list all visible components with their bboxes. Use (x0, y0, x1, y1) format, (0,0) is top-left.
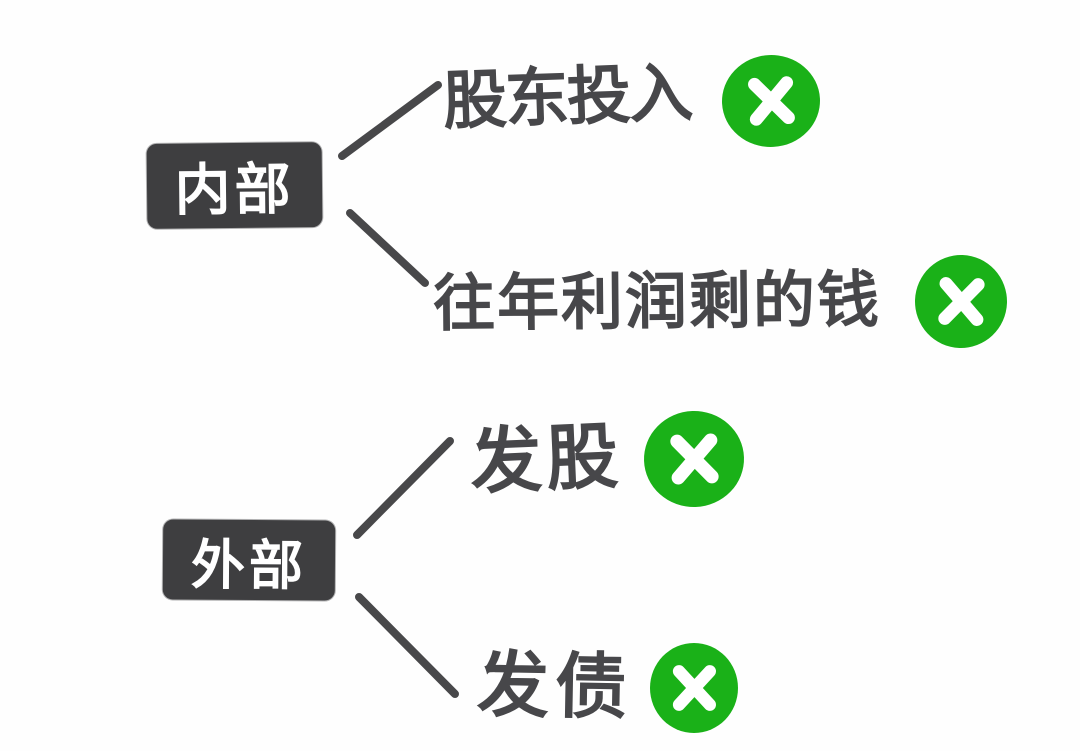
branch-label-shareholder-investment: 股东投入 (441, 56, 693, 140)
connector-external-branch1 (353, 437, 454, 539)
connector-internal-branch2 (346, 209, 429, 287)
connector-internal-branch1 (338, 81, 442, 160)
green-cross-icon (719, 52, 823, 150)
group-node-external: 外部 (162, 519, 336, 601)
green-cross-icon (913, 253, 1009, 350)
green-cross-icon (650, 643, 738, 733)
branch-label-retained-profit: 往年利润剩的钱 (432, 263, 882, 340)
green-cross-icon (642, 409, 746, 509)
group-node-internal: 内部 (146, 142, 323, 229)
branch-label-issue-stock: 发股 (468, 413, 624, 505)
branch-label-issue-bonds: 发债 (476, 642, 634, 730)
connector-external-branch2 (355, 593, 459, 698)
group-node-external-label: 外部 (190, 533, 308, 597)
group-node-internal-label: 内部 (174, 157, 295, 224)
